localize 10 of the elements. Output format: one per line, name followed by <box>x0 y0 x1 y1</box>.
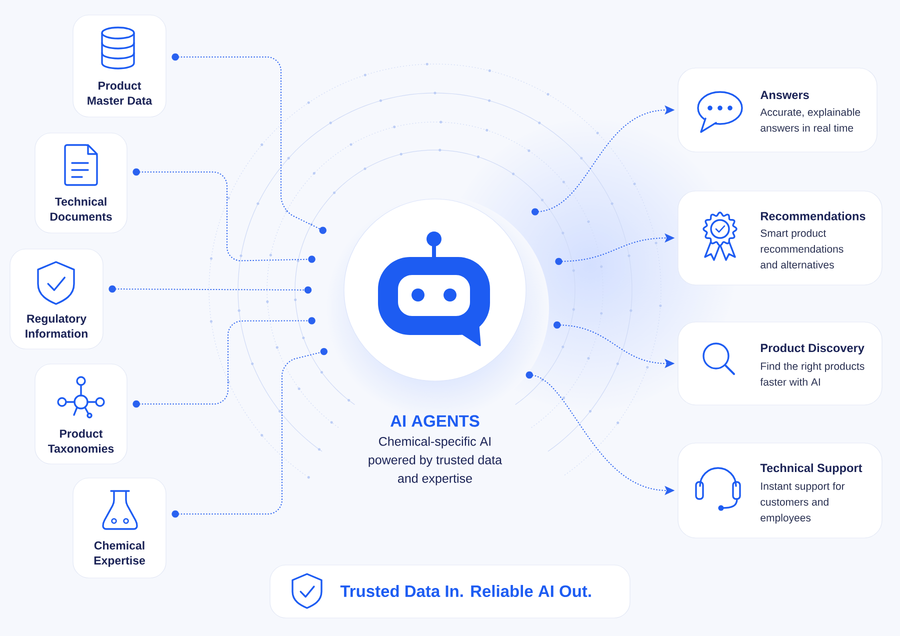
feature-card: Technical Support Instant support for customers and employees <box>678 442 882 538</box>
feature-card: Product Discovery Find the right products faster with AI <box>678 322 882 406</box>
banner: Trusted Data In. Reliable AI Out. <box>270 564 630 618</box>
source-card: Chemical Expertise <box>72 478 166 578</box>
source-card: Product Master Data <box>72 14 166 118</box>
source-card: Product Taxonomies <box>34 364 128 464</box>
feature-card: Recommendations Smart product recommendations and alternatives <box>678 190 882 286</box>
feature-card: Answers Accurate, explainable answers in real time <box>678 68 878 152</box>
source-card: Technical Documents <box>34 132 128 234</box>
source-card: Regulatory Information <box>10 248 104 350</box>
